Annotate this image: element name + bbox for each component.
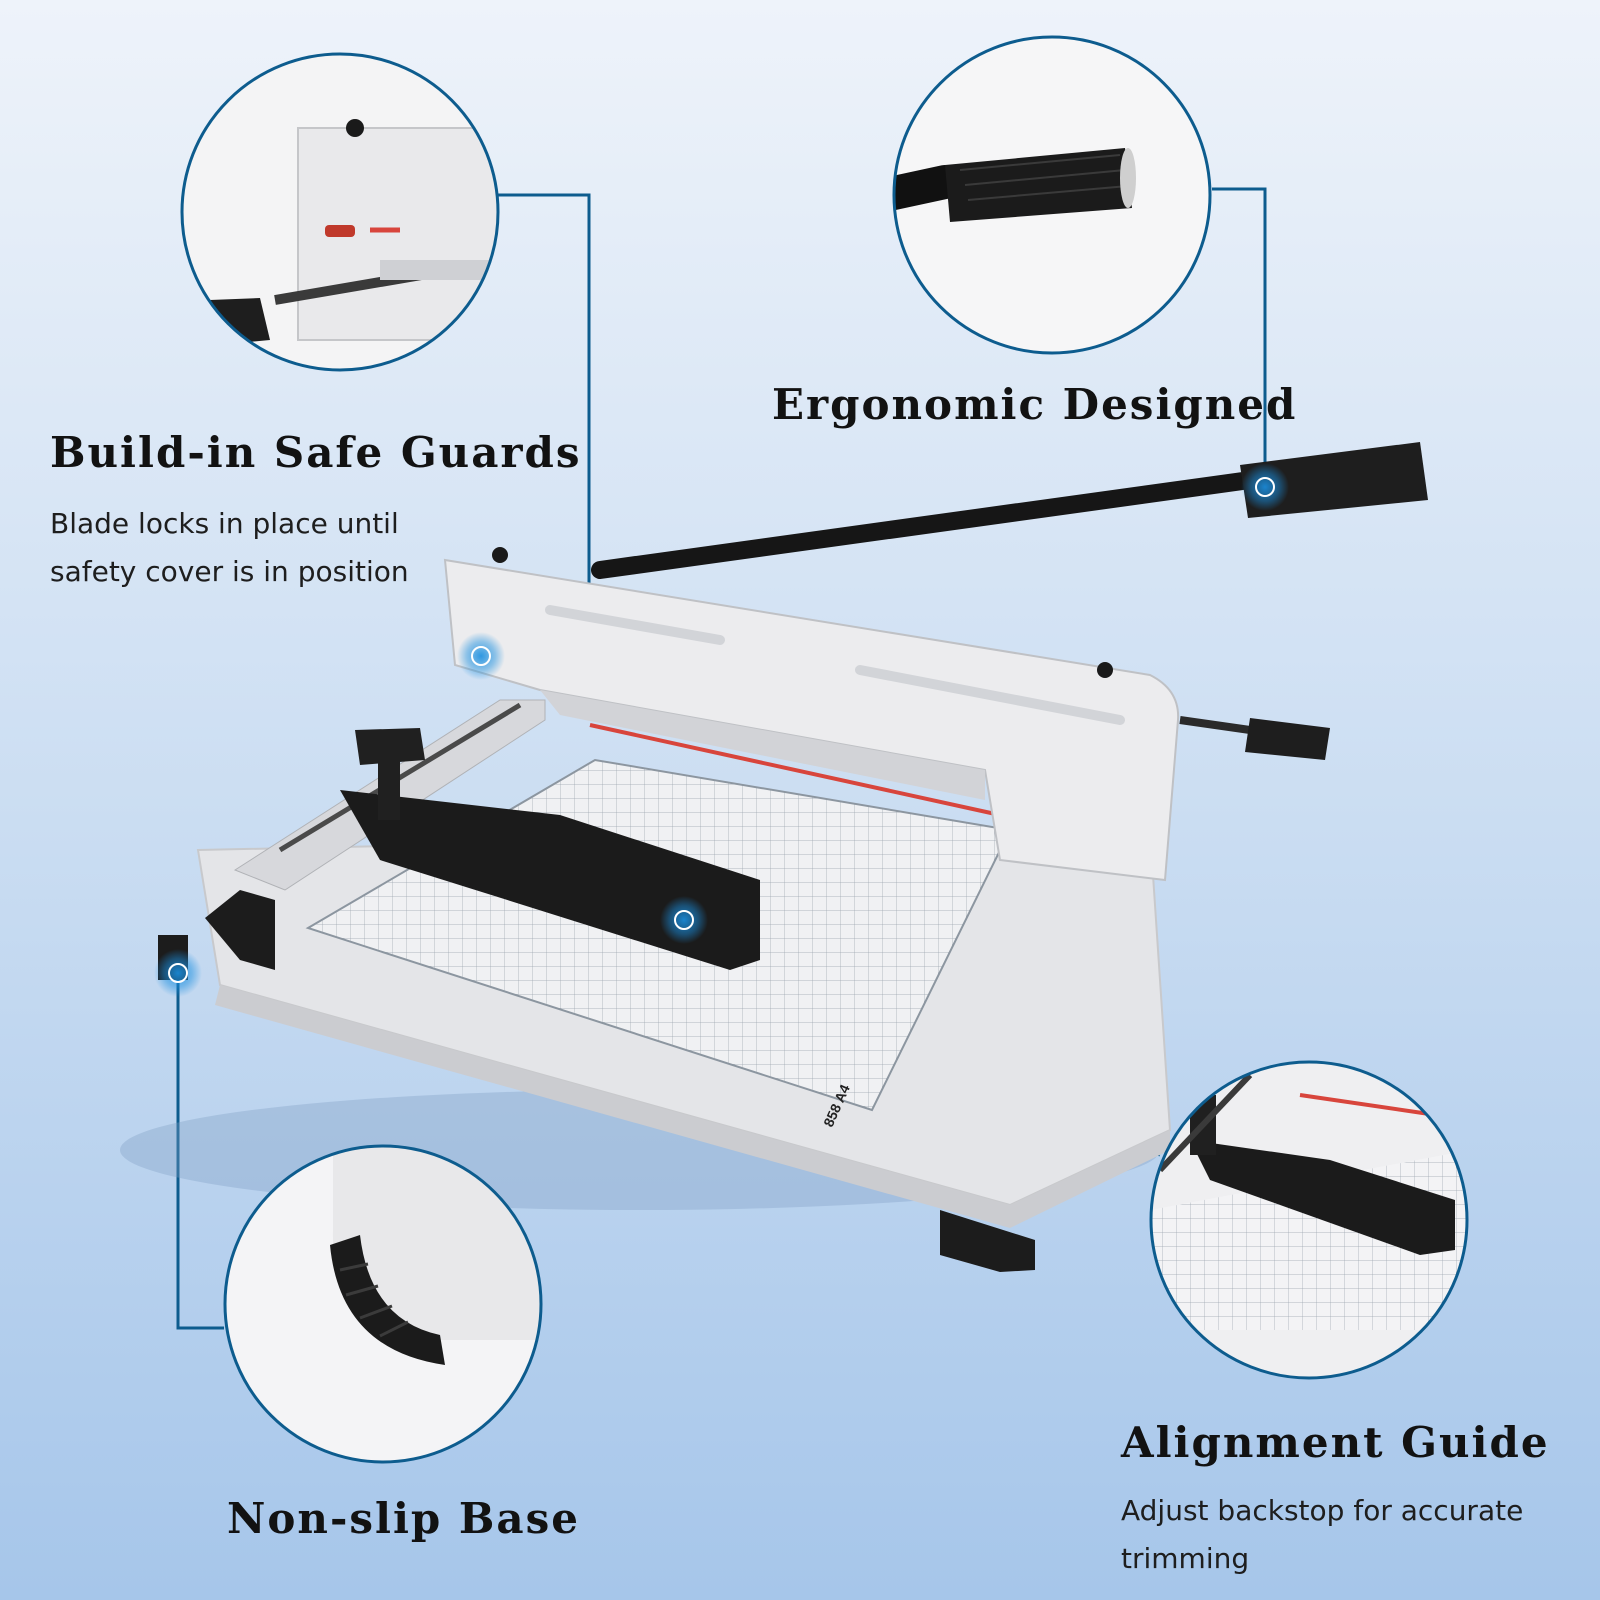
safe-guards-title: Build-in Safe Guards xyxy=(50,428,582,477)
safe-guards-description: Blade locks in place until safety cover … xyxy=(50,507,409,588)
hotspot-base xyxy=(154,949,202,997)
zoom-handle xyxy=(892,35,1212,355)
hotspot-safe-guard xyxy=(457,632,505,680)
hotspot-markers xyxy=(154,463,1289,997)
zoom-safe-guard xyxy=(180,52,500,372)
alignment-guide-description: Adjust backstop for accurate trimming xyxy=(1121,1494,1524,1575)
non-slip-base-title: Non-slip Base xyxy=(227,1494,580,1543)
hotspot-backstop xyxy=(660,896,708,944)
ergonomic-title: Ergonomic Designed xyxy=(772,380,1298,429)
hotspot-handle xyxy=(1241,463,1289,511)
zoom-alignment-guide xyxy=(1149,1060,1469,1380)
alignment-guide-title: Alignment Guide xyxy=(1121,1418,1550,1467)
